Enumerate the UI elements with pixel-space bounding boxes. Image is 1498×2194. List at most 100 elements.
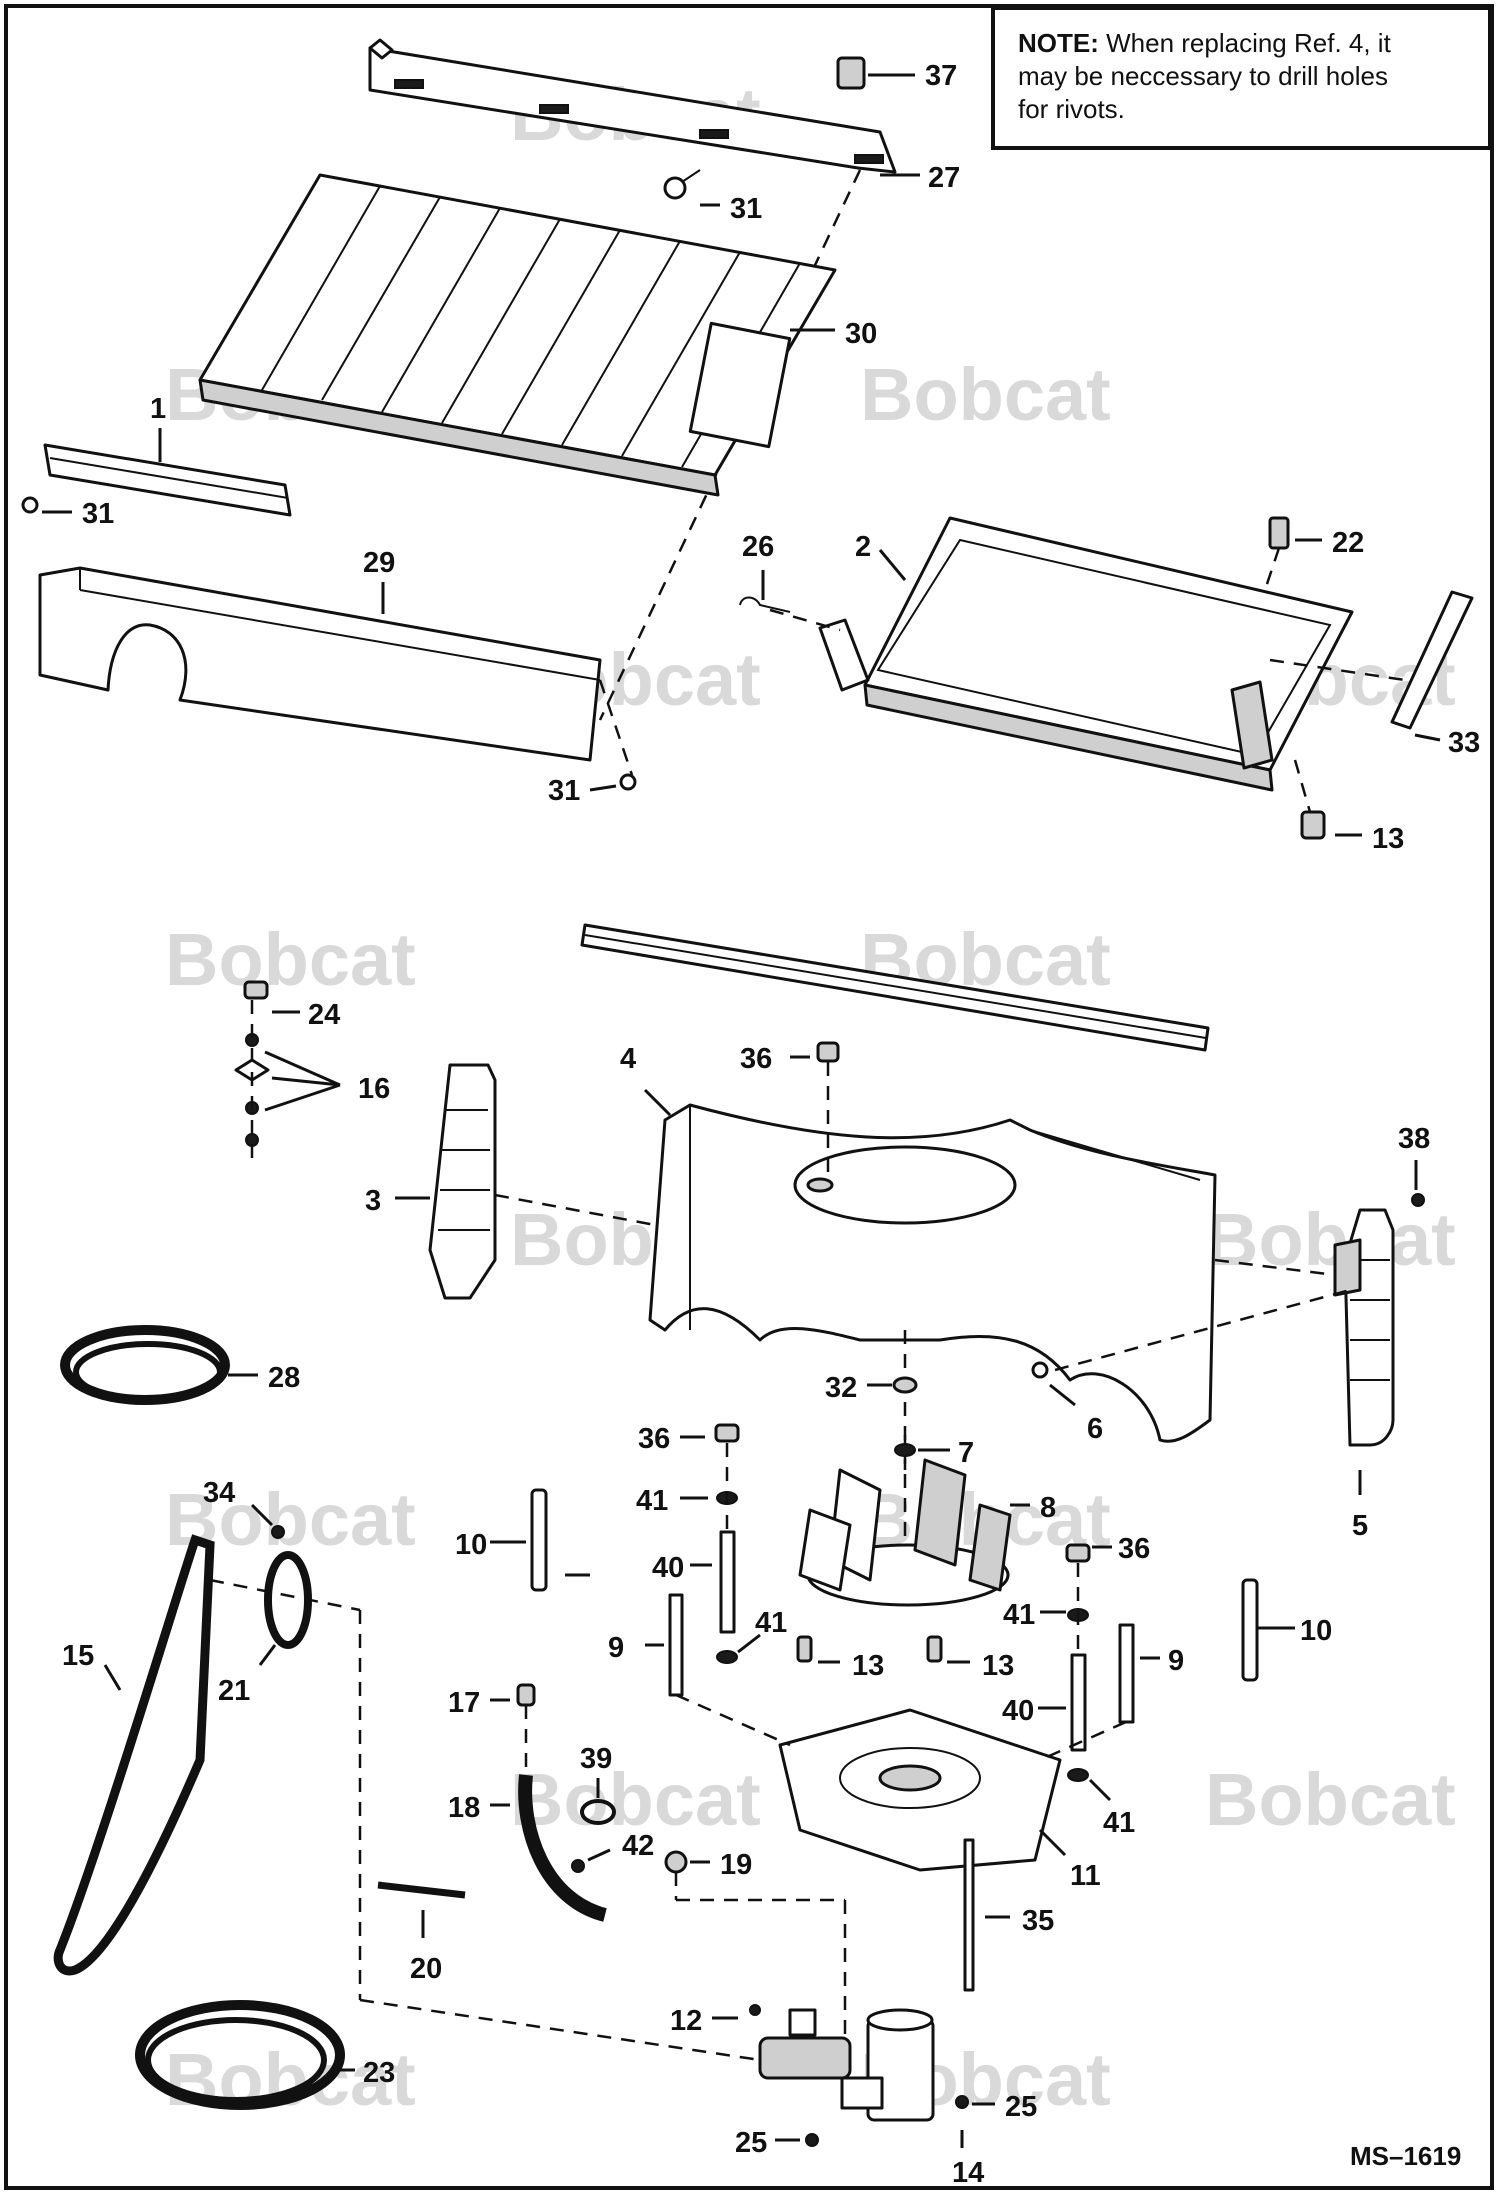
part-11-plate — [778, 1708, 1062, 1872]
callout-33: 33 — [1448, 727, 1480, 759]
note-line-1: When replacing Ref. 4, it — [1099, 28, 1392, 58]
callout-13: 13 — [982, 1650, 1014, 1682]
callout-26: 26 — [742, 531, 774, 563]
callout-7: 7 — [958, 1437, 974, 1469]
part-16-fasteners — [234, 1000, 341, 1160]
part-29-panel — [38, 566, 602, 762]
callout-2: 2 — [855, 531, 871, 563]
part-21-ring — [264, 1551, 312, 1649]
part-25-nut-right — [955, 2095, 969, 2109]
callout-23: 23 — [363, 2057, 395, 2089]
callout-22: 22 — [1332, 527, 1364, 559]
callout-36: 36 — [638, 1423, 670, 1455]
part-39-clamp — [580, 1799, 616, 1825]
assembly-line — [359, 1998, 761, 2062]
callout-13: 13 — [852, 1650, 884, 1682]
part-26-clip — [739, 596, 791, 613]
callout-25: 25 — [1005, 2091, 1037, 2123]
watermark: Bobcat — [165, 918, 416, 1001]
callout-29: 29 — [363, 547, 395, 579]
callout-19: 19 — [720, 1849, 752, 1881]
part-angle-bar — [580, 923, 1210, 1052]
part-23-hose — [135, 2000, 345, 2110]
callout-38: 38 — [1398, 1123, 1430, 1155]
callout-14: 14 — [952, 2157, 984, 2189]
callout-6: 6 — [1087, 1413, 1103, 1445]
note-label: NOTE: — [1018, 28, 1099, 58]
callout-28: 28 — [268, 1362, 300, 1394]
part-8-fan — [798, 1435, 1012, 1607]
callout-8: 8 — [1040, 1492, 1056, 1524]
assembly-line — [675, 1693, 791, 1747]
callout-37: 37 — [925, 60, 957, 92]
part-25-nut-bottom — [805, 2133, 819, 2147]
callout-10: 10 — [455, 1529, 487, 1561]
callout-36: 36 — [1118, 1533, 1150, 1565]
part-27-bracket — [368, 38, 897, 174]
callout-31: 31 — [548, 775, 580, 807]
part-31-screw-top — [663, 169, 701, 200]
callout-39: 39 — [580, 1743, 612, 1775]
callout-12: 12 — [670, 2005, 702, 2037]
diagram-frame — [4, 4, 1494, 2190]
callout-41: 41 — [636, 1485, 668, 1517]
part-2-tray — [818, 516, 1354, 792]
callout-40: 40 — [652, 1552, 684, 1584]
watermark: Bobcat — [1205, 1198, 1456, 1281]
part-19-fitting — [664, 1850, 847, 2040]
svg-text:NOTE: When replacing Ref. 4, i: NOTE: When replacing Ref. 4, it — [1018, 28, 1392, 58]
assembly-line — [598, 679, 634, 776]
callout-4: 4 — [620, 1043, 636, 1075]
callout-42: 42 — [622, 1830, 654, 1862]
watermark: Bobcat — [1205, 1758, 1456, 1841]
part-15-belt — [53, 1534, 215, 1976]
part-33-rod — [1390, 590, 1474, 730]
callout-15: 15 — [62, 1640, 94, 1672]
part-7-washer — [894, 1443, 916, 1457]
part-10-rod-right — [1241, 1578, 1259, 1682]
part-13-bolt-tray — [1293, 759, 1326, 840]
part-20-pin — [377, 1881, 466, 1899]
part-34-pin — [271, 1525, 285, 1539]
callout-31: 31 — [82, 498, 114, 530]
callout-25: 25 — [735, 2127, 767, 2159]
callout-11: 11 — [1070, 1860, 1101, 1892]
callout-17: 17 — [448, 1687, 480, 1719]
watermark: Bobcat — [860, 353, 1111, 436]
assembly-line — [769, 608, 841, 632]
callout-41: 41 — [1103, 1807, 1135, 1839]
part-4-fan-shroud — [648, 1103, 1217, 1443]
callout-9: 9 — [608, 1632, 624, 1664]
assembly-line — [1054, 1288, 1351, 1372]
callout-20: 20 — [410, 1953, 442, 1985]
note-box: NOTE: When replacing Ref. 4, it may be n… — [991, 6, 1492, 150]
part-9-rod-right — [1118, 1623, 1135, 1724]
part-10-rod-left — [530, 1488, 548, 1592]
part-3-side-grille — [428, 1063, 497, 1300]
callout-30: 30 — [845, 318, 877, 350]
part-38-rivet — [1411, 1193, 1425, 1207]
part-30-grille-frame — [198, 173, 837, 497]
callout-27: 27 — [928, 162, 960, 194]
assembly-line — [1039, 1720, 1127, 1762]
watermark: Bobcat — [510, 1758, 761, 1841]
assembly-line — [209, 1578, 361, 1612]
part-13-bolt-left — [796, 1635, 813, 1663]
part-1-rail — [43, 443, 292, 517]
callout-10: 10 — [1300, 1615, 1332, 1647]
part-35-rod — [963, 1838, 975, 1992]
callout-36: 36 — [740, 1043, 772, 1075]
part-22-bolt — [1263, 516, 1290, 591]
callout-3: 3 — [365, 1185, 381, 1217]
callout-35: 35 — [1022, 1905, 1054, 1937]
part-17-fitting — [516, 1683, 536, 1707]
part-9-rod-left — [668, 1593, 684, 1697]
assembly-line — [598, 169, 862, 721]
part-13-bolt-right — [926, 1635, 943, 1663]
part-32-washer — [892, 1376, 918, 1394]
drawing-id: MS–1619 — [1350, 2141, 1461, 2171]
part-37-cap — [836, 56, 866, 90]
callout-31: 31 — [730, 193, 762, 225]
callout-41: 41 — [1003, 1599, 1035, 1631]
callout-34: 34 — [203, 1477, 235, 1509]
